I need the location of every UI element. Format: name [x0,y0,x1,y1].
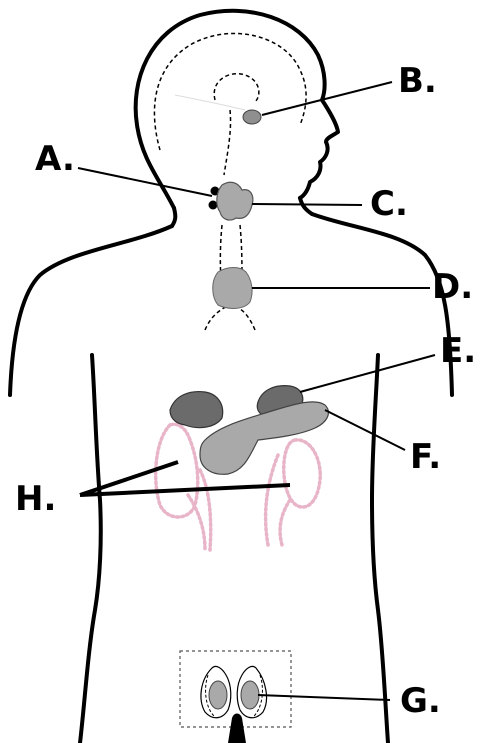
right-kidney [284,440,320,507]
parathyroid-gland-lower [209,201,218,210]
thyroid-gland [217,182,253,220]
neck-left [172,208,175,226]
neck-right [300,198,312,214]
label-a: A. [35,139,75,179]
right-ureter-2 [280,500,290,545]
leader-lines [78,82,435,700]
leader-f [325,410,405,450]
penis-shape [228,714,246,743]
leader-a [78,168,212,196]
leader-c [252,204,362,205]
right-testis [241,681,259,709]
gonads-region [180,651,291,743]
label-d: D. [432,267,473,307]
right-torso-side [372,355,388,743]
label-f: F. [410,437,441,477]
brain-fold-dashed [214,74,259,102]
leader-g [258,695,390,700]
left-torso-side [80,355,101,743]
brain-faint-line [175,95,245,110]
label-g: G. [400,681,441,721]
pituitary-gland [243,110,261,124]
label-b: B. [398,61,437,101]
thymus-gland [213,268,252,309]
brain-stem-dashed [224,110,231,175]
leader-e [300,355,435,392]
label-e: E. [440,331,476,371]
left-testis [209,681,227,709]
left-adrenal-gland [170,392,223,428]
label-h: H. [15,479,56,519]
right-ureter [266,455,278,545]
label-c: C. [370,184,408,224]
left-kidney [156,424,198,517]
right-shoulder-arm [312,214,452,395]
head-outline [136,11,338,208]
